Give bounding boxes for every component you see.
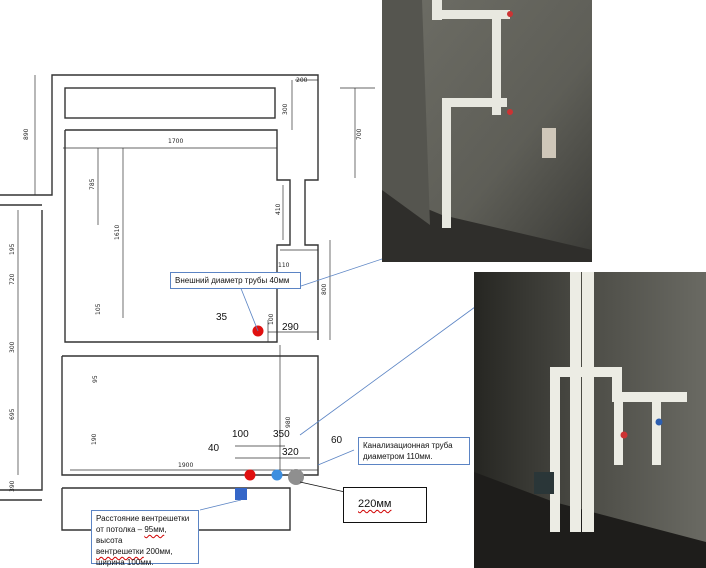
dim-785: 785	[89, 178, 96, 190]
callout-vent-line4: ширина 100мм.	[96, 558, 154, 567]
callout-vent-line1: Расстояние вентрешетки	[96, 514, 190, 523]
photo-wall-pipes-2	[474, 272, 706, 568]
callout-sewer-pipe: Канализационная труба диаметром 110мм.	[358, 437, 470, 465]
left-wall-bottom	[0, 475, 43, 491]
dim-720: 720	[9, 273, 16, 285]
label-100: 100	[232, 429, 249, 440]
callout-vent-line2c: , высота	[96, 525, 167, 545]
dim-890: 890	[23, 128, 30, 140]
callout-vent-grille: Расстояние вентрешетки от потолка – 95мм…	[91, 510, 199, 567]
leader-line-220	[299, 481, 346, 493]
dim-200: 200	[296, 77, 308, 84]
walls	[0, 74, 319, 531]
upper-cabinet	[64, 87, 276, 119]
dim-95: 95	[92, 375, 99, 383]
dim-980: 980	[285, 416, 292, 428]
photo-wall-pipes-1	[382, 0, 592, 262]
callout-sewer-line1: Канализационная труба	[363, 441, 453, 450]
callout-vent-line2a: от потолка –	[96, 525, 145, 534]
dim-300: 300	[282, 103, 289, 115]
dim-800: 800	[321, 283, 328, 295]
dim-390: 390	[9, 480, 16, 492]
dimension-lines	[17, 75, 375, 475]
label-350: 350	[273, 429, 290, 440]
dim-410: 410	[275, 203, 282, 215]
dim-110: 110	[278, 262, 290, 269]
dim-190: 190	[91, 433, 98, 445]
callout-vent-line3b: 200мм,	[143, 547, 173, 556]
dim-100: 100	[268, 313, 275, 325]
label-220: 220мм	[358, 498, 392, 510]
dim-300b: 300	[9, 341, 16, 353]
room-lower	[61, 355, 319, 476]
label-320: 320	[282, 447, 299, 458]
label-290: 290	[282, 322, 299, 333]
sewer-pipe-icon	[288, 469, 304, 485]
callout-vent-line3a: вентрешетки	[96, 547, 144, 556]
callout-outer-diameter-text: Внешний диаметр трубы 40мм	[175, 276, 290, 285]
dim-700: 700	[356, 128, 363, 140]
callout-220: 220мм	[343, 487, 427, 523]
hot-pipe-lower-icon	[244, 469, 256, 481]
dim-1700: 1700	[168, 138, 183, 145]
label-40: 40	[208, 443, 220, 454]
leader-lines	[199, 257, 476, 511]
room-upper	[64, 129, 291, 343]
callout-vent-line2: от потолка – 95мм, высота	[96, 524, 194, 546]
vent-grille-icon	[235, 488, 247, 500]
callout-sewer-line2: диаметром 110мм.	[363, 452, 433, 461]
outer-wall-upper	[0, 74, 319, 340]
dim-1610: 1610	[114, 225, 121, 240]
label-35: 35	[216, 312, 228, 323]
dim-195: 195	[9, 243, 16, 255]
dim-1900: 1900	[178, 462, 193, 469]
callout-vent-line2b: 95мм	[144, 525, 165, 534]
dim-695: 695	[9, 408, 16, 420]
cold-pipe-icon	[271, 469, 283, 481]
callout-outer-diameter: Внешний диаметр трубы 40мм	[170, 272, 301, 289]
label-60: 60	[331, 435, 343, 446]
callout-vent-line3: вентрешетки 200мм,	[96, 546, 194, 557]
bottom-block	[61, 487, 291, 531]
dim-105: 105	[95, 303, 102, 315]
